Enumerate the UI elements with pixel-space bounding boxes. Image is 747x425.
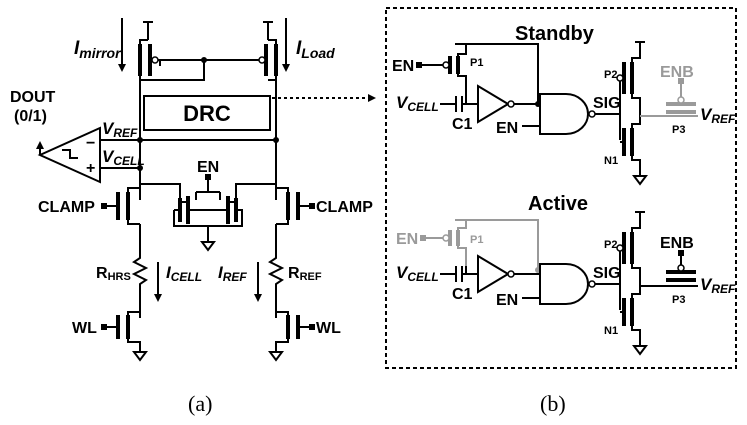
i-ref-label: IREF: [218, 263, 247, 284]
standby-c1: C1: [452, 116, 473, 133]
drc-block: [143, 95, 271, 131]
standby-vcell: VCELL: [396, 93, 439, 114]
nmos-wl-left: [101, 311, 148, 362]
nand-gate-active: [539, 263, 589, 305]
standby-p2: P2: [604, 69, 617, 81]
standby-p1: P1: [470, 57, 483, 69]
pmos-mirror-right: [258, 39, 278, 100]
comparator: [37, 126, 101, 184]
caption-b: (b): [540, 391, 566, 416]
standby-en-gate: EN: [496, 120, 518, 137]
vdd-right: [263, 21, 273, 40]
r-ref-resistor: [267, 224, 285, 318]
active-en-left: EN: [396, 231, 418, 248]
standby-title: Standby: [515, 23, 595, 45]
standby-en-left: EN: [392, 58, 414, 75]
active-title: Active: [528, 193, 588, 215]
active-en-gate: EN: [496, 292, 518, 309]
standby-sig: SIG: [593, 95, 621, 112]
active-enb: ENB: [660, 235, 694, 252]
active-p1: P1: [470, 234, 483, 246]
r-hrs-label: RHRS: [96, 265, 131, 283]
r-ref-label: RREF: [288, 265, 322, 283]
clamp-right-label: CLAMP: [316, 199, 373, 216]
equalizer: [140, 174, 276, 252]
standby-circuit: Standby: [392, 23, 736, 186]
active-c1: C1: [452, 286, 473, 303]
nand-gate: [539, 93, 589, 135]
panel-a-schematic: DRC: [10, 18, 376, 416]
i-cell-label: ICELL: [166, 263, 202, 284]
caption-a: (a): [188, 391, 212, 416]
comparator-plus: +: [86, 160, 95, 177]
wl-left-label: WL: [72, 320, 97, 337]
vdd-left: [143, 21, 153, 40]
v-ref-label: VREF: [102, 119, 138, 140]
active-circuit: Active EN P1 VCELL C1 EN: [396, 193, 736, 356]
active-vref: VREF: [700, 275, 736, 296]
nmos-wl-right: [268, 311, 315, 362]
drc-label: DRC: [183, 101, 231, 126]
active-p3: P3: [672, 294, 685, 306]
standby-p3: P3: [672, 124, 685, 136]
mirror-gate-net: [140, 59, 259, 81]
active-sig: SIG: [593, 265, 621, 282]
dout-label: DOUT: [10, 89, 56, 106]
pmos-mirror-left: [138, 39, 161, 100]
wl-right-label: WL: [316, 320, 341, 337]
r-hrs-resistor: [131, 224, 149, 318]
inverter: [477, 84, 510, 124]
standby-n1: N1: [604, 155, 618, 167]
dout-values: (0/1): [14, 108, 47, 125]
active-n1: N1: [604, 325, 618, 337]
panel-b-frame: [385, 7, 737, 369]
nmos-clamp-left: [101, 187, 140, 225]
hysteresis-icon: [62, 149, 78, 159]
en-label: EN: [197, 159, 219, 176]
i-mirror-label: Imirror: [74, 38, 122, 61]
standby-vref: VREF: [700, 105, 736, 126]
i-load-label: ILoad: [296, 38, 335, 61]
active-p2: P2: [604, 239, 617, 251]
p1-feedback: [455, 43, 539, 104]
nmos-clamp-right: [276, 187, 315, 225]
p1-feedback-grey: [455, 219, 539, 270]
standby-enb: ENB: [660, 64, 694, 81]
v-cell-label: VCELL: [102, 147, 145, 168]
clamp-left-label: CLAMP: [38, 199, 95, 216]
active-vcell: VCELL: [396, 263, 439, 284]
inverter-active: [477, 254, 510, 294]
comparator-minus: −: [86, 135, 95, 152]
